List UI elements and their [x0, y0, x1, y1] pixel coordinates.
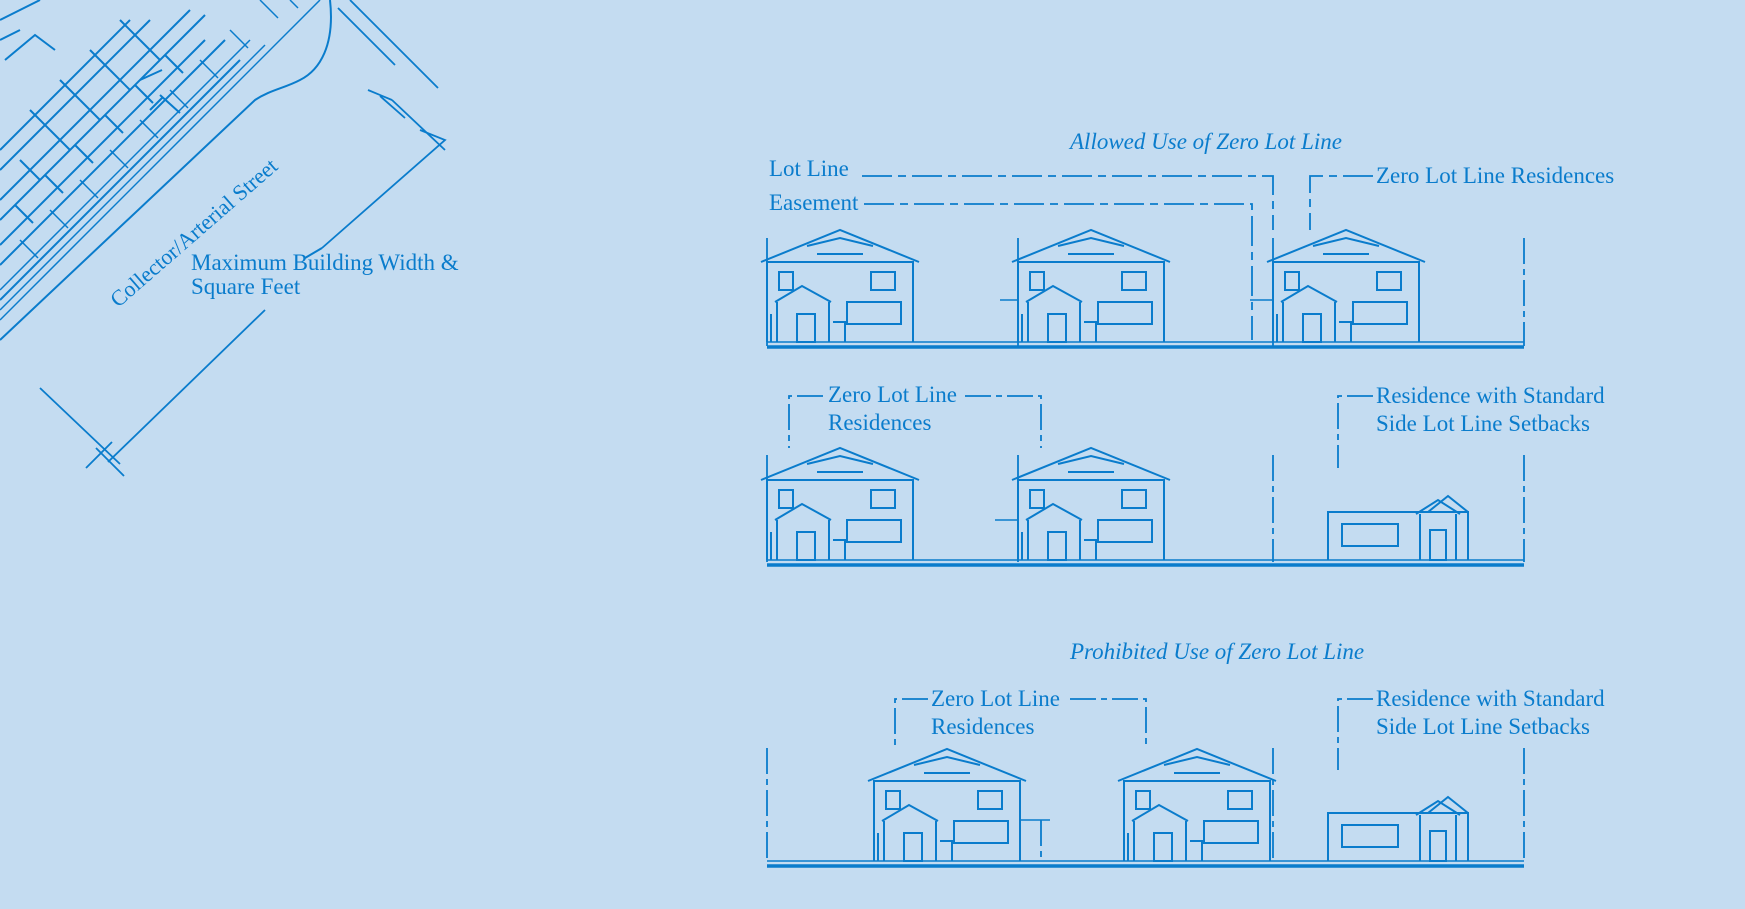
prohibited-title: Prohibited Use of Zero Lot Line: [1070, 639, 1365, 664]
allowed-title: Allowed Use of Zero Lot Line: [1070, 129, 1342, 154]
lot-line-label: Lot Line: [769, 156, 849, 181]
row2-zero-lot-line-2: Residences: [828, 410, 932, 435]
row2-standard-line-2: Side Lot Line Setbacks: [1376, 411, 1590, 436]
row3-standard-line-1: Residence with Standard: [1376, 686, 1605, 711]
sidewalk-grid: [0, 0, 321, 321]
callout-line-1: Maximum Building Width &: [191, 250, 459, 275]
dimension-lines: [39, 0, 447, 477]
street-curb: [0, 0, 332, 341]
easement-label: Easement: [769, 190, 859, 215]
callout-line-2: Square Feet: [191, 274, 301, 299]
site-plan-fragment: [0, 0, 447, 477]
row3-standard-line-2: Side Lot Line Setbacks: [1376, 714, 1590, 739]
row2-standard-line-1: Residence with Standard: [1376, 383, 1605, 408]
site-plan-callout-leaders: [304, 247, 323, 259]
row3-zero-lot-line-2: Residences: [931, 714, 1035, 739]
row2-zero-lot-line-1: Zero Lot Line: [828, 382, 958, 407]
building-facades: [0, 0, 241, 301]
zero-lot-residences-label: Zero Lot Line Residences: [1376, 163, 1615, 188]
row3-zero-lot-line-1: Zero Lot Line: [931, 686, 1061, 711]
prohibited-row: [766, 698, 1525, 868]
